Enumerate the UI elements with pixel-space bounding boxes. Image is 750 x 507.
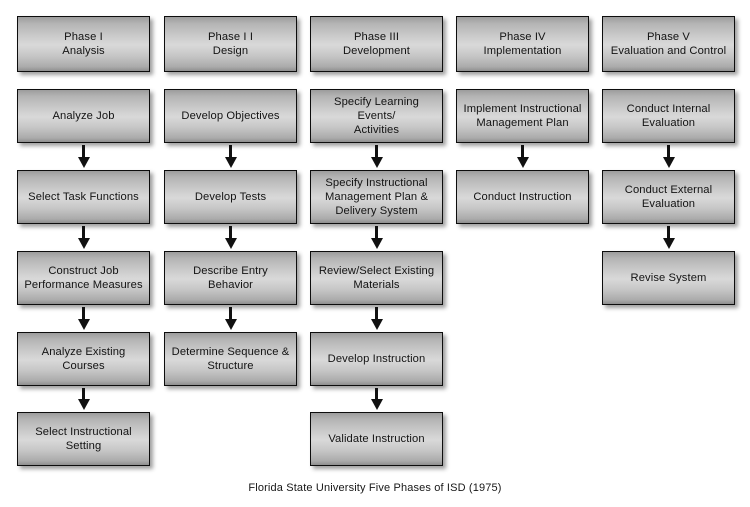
arrow-head-icon — [224, 238, 237, 249]
phase-header-5: Phase V Evaluation and Control — [602, 16, 735, 72]
arrow-shaft — [82, 307, 85, 320]
node-phase-3-step-3: Review/Select Existing Materials — [310, 251, 443, 305]
node-phase-2-step-4: Determine Sequence & Structure — [164, 332, 297, 386]
node-phase-1-step-4: Analyze Existing Courses — [17, 332, 150, 386]
node-phase-2-step-1: Develop Objectives — [164, 89, 297, 143]
arrow-head-icon — [662, 157, 675, 168]
arrow-phase-2-1-to-2 — [221, 145, 241, 168]
arrow-phase-4-1-to-2 — [513, 145, 533, 168]
arrow-phase-1-2-to-3 — [74, 226, 94, 249]
arrow-head-icon — [370, 399, 383, 410]
arrow-shaft — [521, 145, 524, 158]
arrow-head-icon — [77, 238, 90, 249]
arrow-shaft — [229, 145, 232, 158]
arrow-shaft — [667, 145, 670, 158]
arrow-phase-2-2-to-3 — [221, 226, 241, 249]
diagram-caption: Florida State University Five Phases of … — [248, 482, 502, 494]
arrow-shaft — [667, 226, 670, 239]
arrow-phase-1-1-to-2 — [74, 145, 94, 168]
node-phase-1-step-2: Select Task Functions — [17, 170, 150, 224]
node-phase-5-step-1: Conduct Internal Evaluation — [602, 89, 735, 143]
node-phase-1-step-1: Analyze Job — [17, 89, 150, 143]
arrow-head-icon — [370, 157, 383, 168]
arrow-shaft — [375, 307, 378, 320]
arrow-shaft — [82, 145, 85, 158]
arrow-phase-5-1-to-2 — [659, 145, 679, 168]
phase-header-2: Phase I I Design — [164, 16, 297, 72]
node-phase-2-step-3: Describe Entry Behavior — [164, 251, 297, 305]
arrow-head-icon — [77, 157, 90, 168]
arrow-phase-1-4-to-5 — [74, 388, 94, 410]
arrow-phase-3-1-to-2 — [367, 145, 387, 168]
arrow-head-icon — [224, 157, 237, 168]
node-phase-4-step-2: Conduct Instruction — [456, 170, 589, 224]
arrow-head-icon — [516, 157, 529, 168]
arrow-head-icon — [370, 238, 383, 249]
arrow-head-icon — [77, 399, 90, 410]
arrow-shaft — [82, 388, 85, 400]
node-phase-4-step-1: Implement Instructional Management Plan — [456, 89, 589, 143]
node-phase-3-step-1: Specify Learning Events/ Activities — [310, 89, 443, 143]
node-phase-3-step-5: Validate Instruction — [310, 412, 443, 466]
node-phase-3-step-4: Develop Instruction — [310, 332, 443, 386]
phase-header-1: Phase I Analysis — [17, 16, 150, 72]
arrow-shaft — [229, 307, 232, 320]
arrow-head-icon — [77, 319, 90, 330]
phase-header-4: Phase IV Implementation — [456, 16, 589, 72]
arrow-head-icon — [662, 238, 675, 249]
arrow-phase-5-2-to-3 — [659, 226, 679, 249]
arrow-phase-2-3-to-4 — [221, 307, 241, 330]
arrow-phase-3-4-to-5 — [367, 388, 387, 410]
arrow-shaft — [229, 226, 232, 239]
arrow-shaft — [375, 388, 378, 400]
node-phase-2-step-2: Develop Tests — [164, 170, 297, 224]
node-phase-5-step-3: Revise System — [602, 251, 735, 305]
arrow-phase-3-3-to-4 — [367, 307, 387, 330]
node-phase-3-step-2: Specify Instructional Management Plan & … — [310, 170, 443, 224]
arrow-shaft — [375, 226, 378, 239]
arrow-shaft — [375, 145, 378, 158]
arrow-head-icon — [370, 319, 383, 330]
node-phase-1-step-3: Construct Job Performance Measures — [17, 251, 150, 305]
arrow-phase-1-3-to-4 — [74, 307, 94, 330]
node-phase-1-step-5: Select Instructional Setting — [17, 412, 150, 466]
arrow-shaft — [82, 226, 85, 239]
node-phase-5-step-2: Conduct External Evaluation — [602, 170, 735, 224]
phase-header-3: Phase III Development — [310, 16, 443, 72]
arrow-head-icon — [224, 319, 237, 330]
arrow-phase-3-2-to-3 — [367, 226, 387, 249]
